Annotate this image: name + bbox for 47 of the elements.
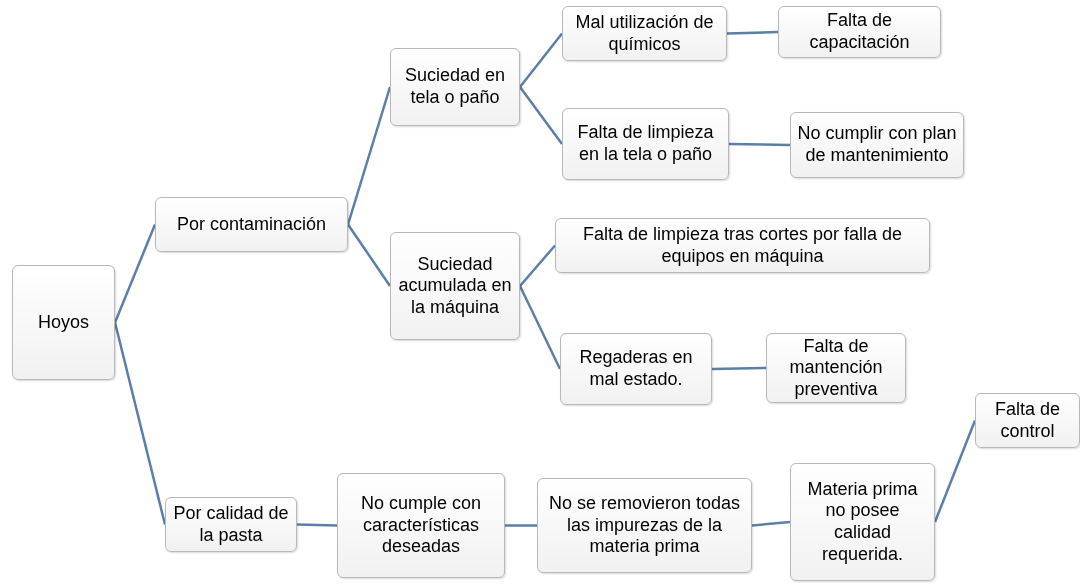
process-box (560, 333, 712, 405)
node-text: Materia prima no posee calidad requerida. (806, 478, 919, 566)
process-box (562, 108, 729, 180)
node-text: No se removieron todas las impurezas de la materia prima (547, 493, 742, 558)
process-box (165, 497, 297, 552)
connector-line (518, 285, 562, 370)
process-box (390, 232, 520, 340)
connector-line (113, 322, 167, 525)
connector-line (346, 223, 392, 287)
connector-line (296, 523, 338, 527)
process-box (537, 478, 752, 573)
process-box (12, 265, 115, 380)
node-text: Falta de capacitación (808, 10, 911, 54)
node-text: Falta de mantención preventiva (788, 335, 884, 401)
connector-line (728, 142, 791, 147)
process-box (790, 463, 935, 581)
connector-line (346, 86, 392, 225)
node-text: Falta de control (993, 398, 1061, 443)
node-text: Mal utilización de químicos (574, 11, 715, 56)
connector-line (505, 524, 537, 527)
node-text: Por contaminación (176, 213, 327, 236)
connector-line (113, 224, 157, 323)
node-text: No cumplir con plan de mantenimiento (796, 123, 958, 167)
process-box (390, 48, 520, 126)
connector-line (933, 420, 977, 523)
node-text: Falta de limpieza en la tela o paño (576, 122, 715, 166)
process-box (562, 6, 727, 61)
connector-line (519, 32, 563, 88)
connector-line (751, 520, 791, 527)
process-box (975, 393, 1080, 448)
node-text: Suciedad acumulada en la máquina (397, 253, 513, 319)
process-box (555, 218, 930, 273)
node-text: Hoyos (38, 311, 89, 334)
node-text: No cumple con características deseadas (359, 493, 483, 558)
node-text: Falta de limpieza tras cortes por falla de equipos en máquina (581, 223, 904, 268)
connector-line (711, 366, 767, 371)
process-box (155, 197, 348, 252)
node-text: Regaderas en mal estado. (578, 347, 694, 391)
process-box (778, 6, 941, 58)
process-box (337, 473, 505, 578)
connector-line (519, 244, 556, 287)
connector-line (726, 30, 779, 35)
node-text: Suciedad en tela o paño (403, 65, 507, 109)
node-text: Por calidad de la pasta (172, 502, 290, 547)
process-box (790, 112, 964, 178)
process-box (766, 333, 906, 403)
connector-line (519, 86, 563, 145)
